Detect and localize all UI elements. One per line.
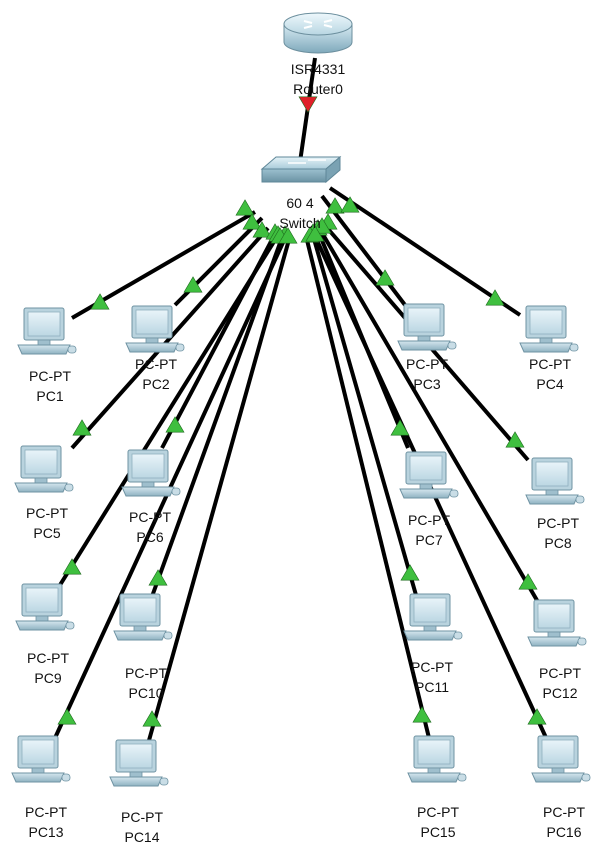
pc-model-label-pc14: PC-PT [121,809,163,825]
link-status-marker-pc4 [485,289,505,306]
switch-name-label: Switch [279,215,320,231]
link-switch-pc4[interactable] [328,186,522,317]
pc-icon-pc15[interactable] [407,735,467,783]
pc-name-label-pc9: PC9 [34,670,61,686]
pc-model-label-pc11: PC-PT [411,659,453,675]
link-status-marker-pc3 [375,269,395,286]
switch-port-marker-pc5 [252,221,272,238]
pc-icon-pc13[interactable] [11,735,71,783]
pc-model-label-pc12: PC-PT [539,665,581,681]
pc-model-label-pc15: PC-PT [417,804,459,820]
switch-model-label: 60 4 [286,195,313,211]
pc-name-label-pc6: PC6 [136,529,163,545]
switch-icon[interactable] [260,155,342,184]
pc-name-label-pc5: PC5 [33,525,60,541]
switch-port-marker-pc3 [325,197,345,214]
link-switch-pc15[interactable] [304,235,432,743]
link-switch-pc9[interactable] [58,230,282,587]
link-status-marker-pc9 [62,558,82,575]
router-name-label: Router0 [293,81,343,97]
link-status-marker-pc14 [142,710,162,727]
switch-port-marker-pc2 [242,213,262,230]
pc-icon-pc1[interactable] [17,307,77,355]
router-link-status-marker [298,96,318,113]
switch-port-marker-pc16 [305,225,325,242]
pc-model-label-pc6: PC-PT [129,509,171,525]
pc-model-label-pc16: PC-PT [543,804,585,820]
pc-name-label-pc4: PC4 [536,376,563,392]
pc-name-label-pc3: PC3 [413,376,440,392]
link-status-marker-pc6 [165,416,185,433]
pc-icon-pc4[interactable] [519,305,579,353]
pc-name-label-pc13: PC13 [28,824,63,840]
pc-model-label-pc2: PC-PT [135,356,177,372]
pc-name-label-pc2: PC2 [142,376,169,392]
link-status-marker-pc15 [412,706,432,723]
pc-model-label-pc4: PC-PT [529,356,571,372]
pc-icon-pc10[interactable] [113,593,173,641]
pc-name-label-pc14: PC14 [124,829,159,845]
pc-name-label-pc12: PC12 [542,685,577,701]
link-status-marker-pc12 [518,573,538,590]
pc-model-label-pc8: PC-PT [537,515,579,531]
pc-model-label-pc10: PC-PT [125,665,167,681]
pc-model-label-pc3: PC-PT [406,356,448,372]
pc-icon-pc6[interactable] [121,449,181,497]
switch-port-marker-pc12 [312,217,332,234]
router-model-label: ISR4331 [291,61,346,77]
pc-name-label-pc15: PC15 [420,824,455,840]
link-switch-pc14[interactable] [146,235,292,745]
link-status-marker-pc16 [527,708,547,725]
link-switch-pc3[interactable] [320,194,407,307]
pc-model-label-pc5: PC-PT [26,505,68,521]
pc-name-label-pc1: PC1 [36,388,63,404]
switch-port-marker-pc4 [340,196,360,213]
pc-model-label-pc13: PC-PT [25,804,67,820]
pc-icon-pc3[interactable] [397,303,457,351]
link-status-marker-pc2 [183,276,203,293]
pc-icon-pc7[interactable] [399,451,459,499]
link-status-marker-pc5 [72,419,92,436]
router-icon[interactable] [283,12,353,54]
link-status-marker-pc8 [505,431,525,448]
link-status-marker-pc13 [57,708,77,725]
link-status-marker-pc1 [90,293,110,310]
pc-name-label-pc16: PC16 [546,824,581,840]
pc-icon-pc11[interactable] [403,593,463,641]
pc-icon-pc16[interactable] [531,735,591,783]
pc-model-label-pc9: PC-PT [27,650,69,666]
link-switch-pc11[interactable] [310,231,420,603]
pc-name-label-pc11: PC11 [415,679,449,695]
switch-port-marker-pc1 [235,199,255,216]
pc-model-label-pc1: PC-PT [29,368,71,384]
pc-model-label-pc7: PC-PT [408,512,450,528]
pc-name-label-pc8: PC8 [544,535,571,551]
pc-icon-pc5[interactable] [14,445,74,493]
pc-icon-pc2[interactable] [125,305,185,353]
pc-icon-pc14[interactable] [109,739,169,787]
link-switch-pc12[interactable] [316,224,540,604]
link-status-marker-pc7 [390,419,410,436]
link-status-marker-pc11 [400,564,420,581]
pc-name-label-pc10: PC10 [128,685,163,701]
link-switch-pc10[interactable] [148,231,286,603]
switch-port-marker-pc14 [278,227,298,244]
pc-icon-pc12[interactable] [527,599,587,647]
link-status-marker-pc10 [148,569,168,586]
pc-icon-pc8[interactable] [525,457,585,505]
pc-name-label-pc7: PC7 [415,532,442,548]
pc-icon-pc9[interactable] [15,583,75,631]
